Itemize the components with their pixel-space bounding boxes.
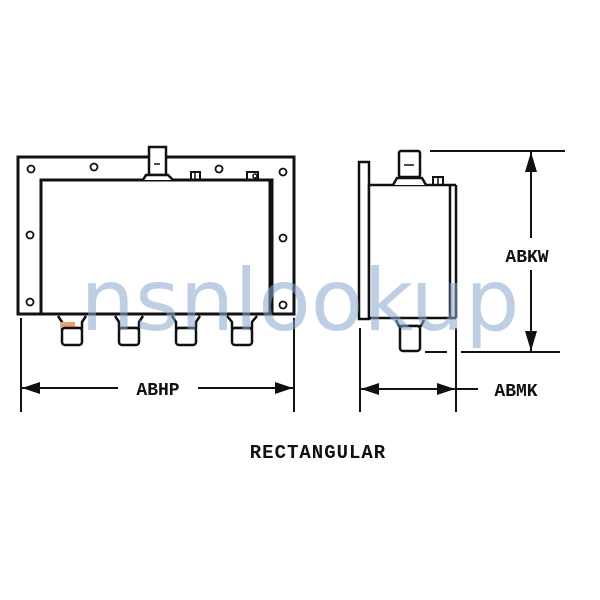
side-body <box>367 183 452 320</box>
connector-3 <box>170 315 202 347</box>
mounting-holes <box>25 162 288 310</box>
abkw-dimension <box>425 150 565 353</box>
abmk-dimension <box>359 328 478 412</box>
front-top-connector <box>141 145 174 181</box>
side-bottom-connector <box>394 319 426 353</box>
connector-2 <box>113 315 145 347</box>
side-top-terminal <box>432 176 444 185</box>
side-top-connector <box>391 149 428 186</box>
front-body <box>39 178 274 316</box>
abhp-dimension <box>20 318 295 412</box>
diagram-caption: RECTANGULAR <box>250 442 386 464</box>
side-view <box>357 149 565 412</box>
abhp-label: ABHP <box>136 381 179 401</box>
front-view <box>16 145 296 412</box>
front-bottom-connectors <box>56 315 258 347</box>
connector-4 <box>226 315 258 347</box>
front-top-terminals <box>190 171 259 180</box>
watermark: nsnlookup <box>80 251 519 351</box>
connector-1 <box>56 315 88 347</box>
abmk-label: ABMK <box>494 382 537 402</box>
abkw-label: ABKW <box>505 248 548 268</box>
